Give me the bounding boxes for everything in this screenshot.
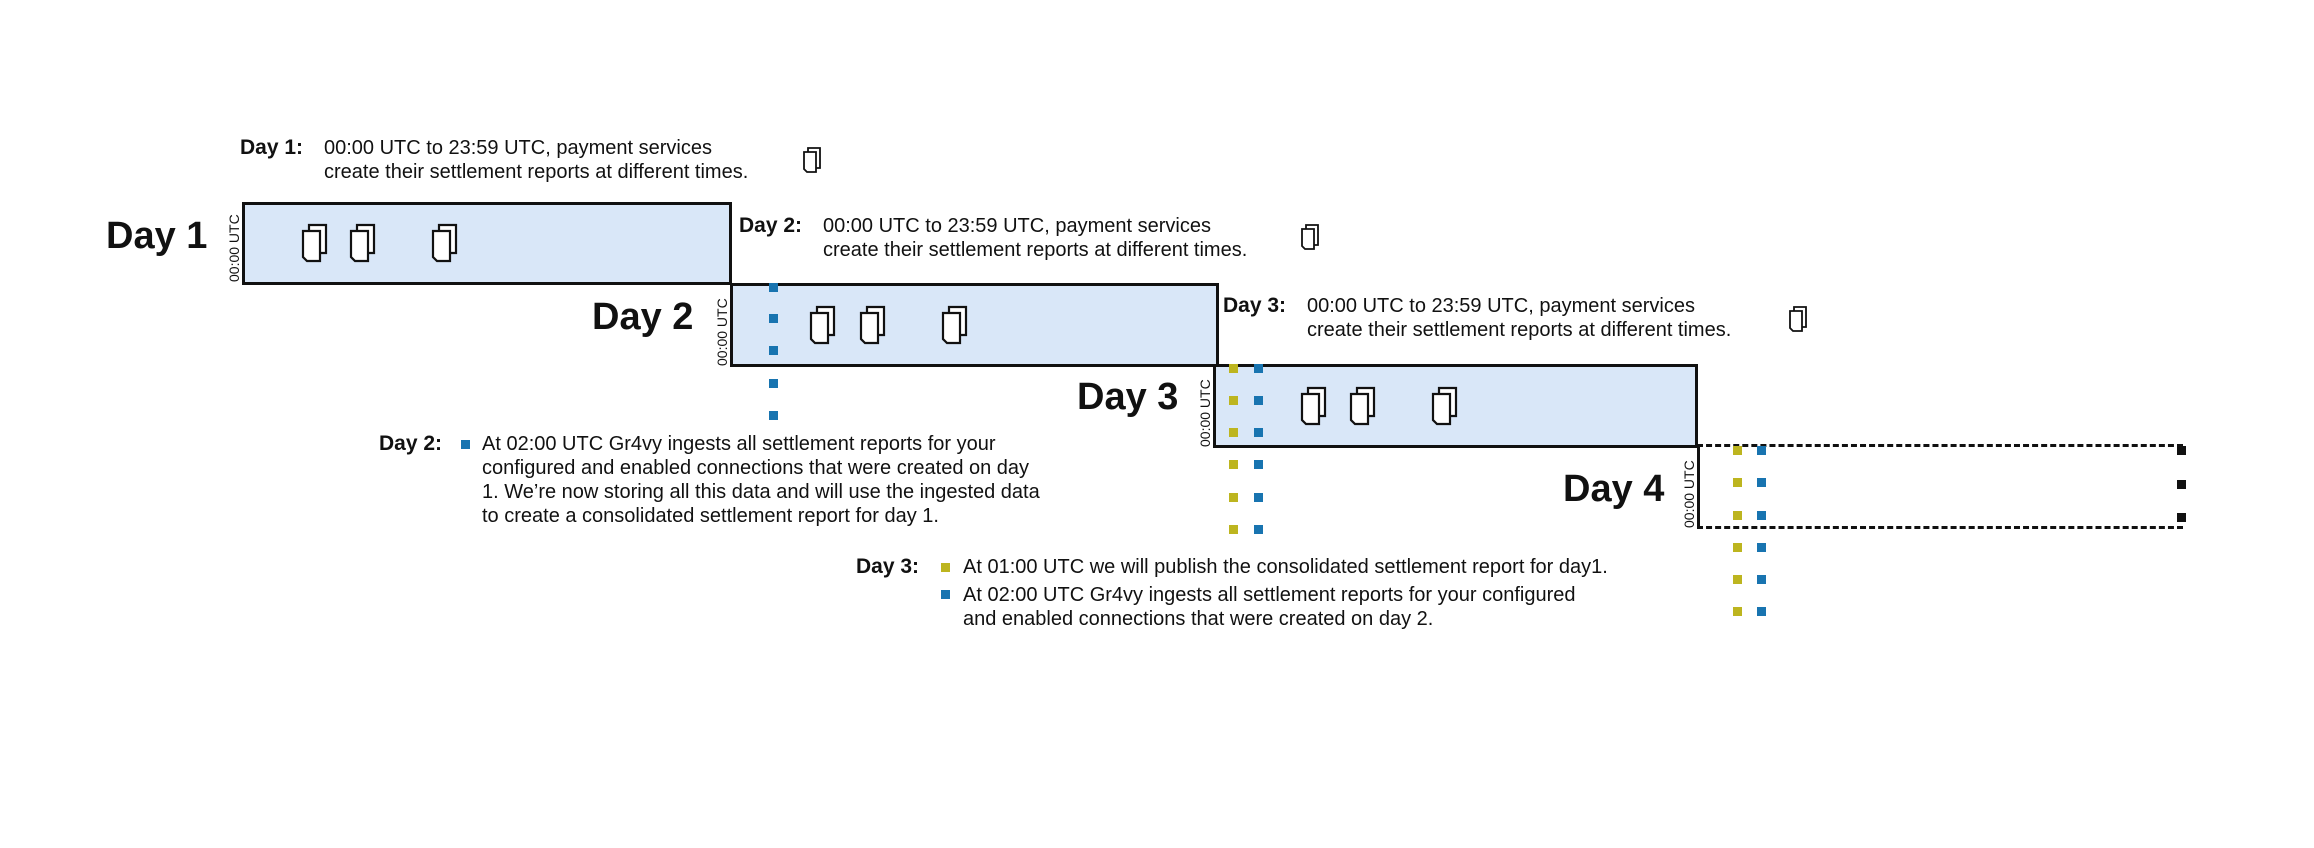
- day2-ingest-line2: configured and enabled connections that …: [482, 457, 1030, 479]
- day3-ingest-line2: and enabled connections that were create…: [963, 608, 1434, 630]
- day1-note-label: Day 1:: [240, 136, 304, 159]
- blue-timeline-dot: [1757, 511, 1766, 520]
- olive-timeline-dot: [1733, 607, 1742, 616]
- blue-timeline-dot: [769, 314, 778, 323]
- day3-ingest-label: Day 3:: [856, 555, 920, 578]
- olive-timeline-dot: [1229, 364, 1238, 373]
- blue-timeline-dot: [1254, 428, 1263, 437]
- blue-timeline-dot: [1757, 575, 1766, 584]
- blue-timeline-dot: [1254, 525, 1263, 534]
- day4-utc-label: 00:00 UTC: [1681, 460, 1697, 528]
- day1-title: Day 1: [106, 215, 208, 257]
- olive-timeline-dot: [1733, 446, 1742, 455]
- document-stack-icon: [349, 223, 376, 263]
- dashed-end-marker: [2177, 513, 2186, 522]
- document-stack-icon: [941, 305, 968, 345]
- document-stack-icon: [859, 305, 886, 345]
- day3-ingest-line1: At 02:00 UTC Gr4vy ingests all settlemen…: [963, 584, 1576, 606]
- day4-bar: [1697, 444, 2183, 529]
- day2-bar: [730, 283, 1219, 367]
- document-stack-icon: [301, 223, 328, 263]
- document-stack-icon: [1431, 386, 1458, 426]
- blue-timeline-dot: [1254, 460, 1263, 469]
- day2-note-label: Day 2:: [739, 214, 803, 237]
- olive-bullet-marker: [941, 563, 950, 572]
- day2-note-line1: 00:00 UTC to 23:59 UTC, payment services: [823, 215, 1211, 237]
- day3-note-label: Day 3:: [1223, 294, 1287, 317]
- blue-timeline-dot: [769, 346, 778, 355]
- day2-note-line2: create their settlement reports at diffe…: [823, 239, 1248, 261]
- day3-note-line2: create their settlement reports at diffe…: [1307, 319, 1732, 341]
- olive-timeline-dot: [1229, 460, 1238, 469]
- document-stack-icon: [1300, 386, 1327, 426]
- blue-timeline-dot: [1757, 478, 1766, 487]
- day2-title: Day 2: [592, 296, 694, 338]
- olive-timeline-dot: [1733, 575, 1742, 584]
- olive-timeline-dot: [1733, 543, 1742, 552]
- day2-utc-label: 00:00 UTC: [714, 298, 730, 366]
- blue-timeline-dot: [1757, 446, 1766, 455]
- day1-note-line2: create their settlement reports at diffe…: [324, 161, 749, 183]
- blue-timeline-dot: [769, 379, 778, 388]
- day2-ingest-line1: At 02:00 UTC Gr4vy ingests all settlemen…: [482, 433, 996, 455]
- olive-timeline-dot: [1229, 525, 1238, 534]
- document-stack-icon: [1301, 224, 1319, 250]
- dashed-end-marker: [2177, 446, 2186, 455]
- day3-publish-line: At 01:00 UTC we will publish the consoli…: [963, 556, 1608, 578]
- blue-timeline-dot: [769, 283, 778, 292]
- day1-utc-label: 00:00 UTC: [226, 214, 242, 282]
- day3-title: Day 3: [1077, 376, 1179, 418]
- blue-timeline-dot: [1254, 396, 1263, 405]
- blue-timeline-dot: [1757, 607, 1766, 616]
- day2-ingest-line4: to create a consolidated settlement repo…: [482, 505, 939, 527]
- document-stack-icon: [431, 223, 458, 263]
- blue-timeline-dot: [1757, 543, 1766, 552]
- day1-note-line1: 00:00 UTC to 23:59 UTC, payment services: [324, 137, 712, 159]
- olive-timeline-dot: [1733, 511, 1742, 520]
- day2-ingest-line3: 1. We’re now storing all this data and w…: [482, 481, 1040, 503]
- blue-timeline-dot: [769, 411, 778, 420]
- document-stack-icon: [1789, 306, 1807, 332]
- blue-bullet-marker: [461, 440, 470, 449]
- document-stack-icon: [803, 147, 821, 173]
- blue-bullet-marker: [941, 590, 950, 599]
- dashed-end-marker: [2177, 480, 2186, 489]
- olive-timeline-dot: [1229, 428, 1238, 437]
- document-stack-icon: [809, 305, 836, 345]
- day2-ingest-label: Day 2:: [379, 432, 443, 455]
- blue-timeline-dot: [1254, 493, 1263, 502]
- olive-timeline-dot: [1229, 396, 1238, 405]
- document-stack-icon: [1349, 386, 1376, 426]
- olive-timeline-dot: [1733, 478, 1742, 487]
- day4-title: Day 4: [1563, 468, 1665, 510]
- olive-timeline-dot: [1229, 493, 1238, 502]
- day3-utc-label: 00:00 UTC: [1197, 379, 1213, 447]
- day3-note-line1: 00:00 UTC to 23:59 UTC, payment services: [1307, 295, 1695, 317]
- blue-timeline-dot: [1254, 364, 1263, 373]
